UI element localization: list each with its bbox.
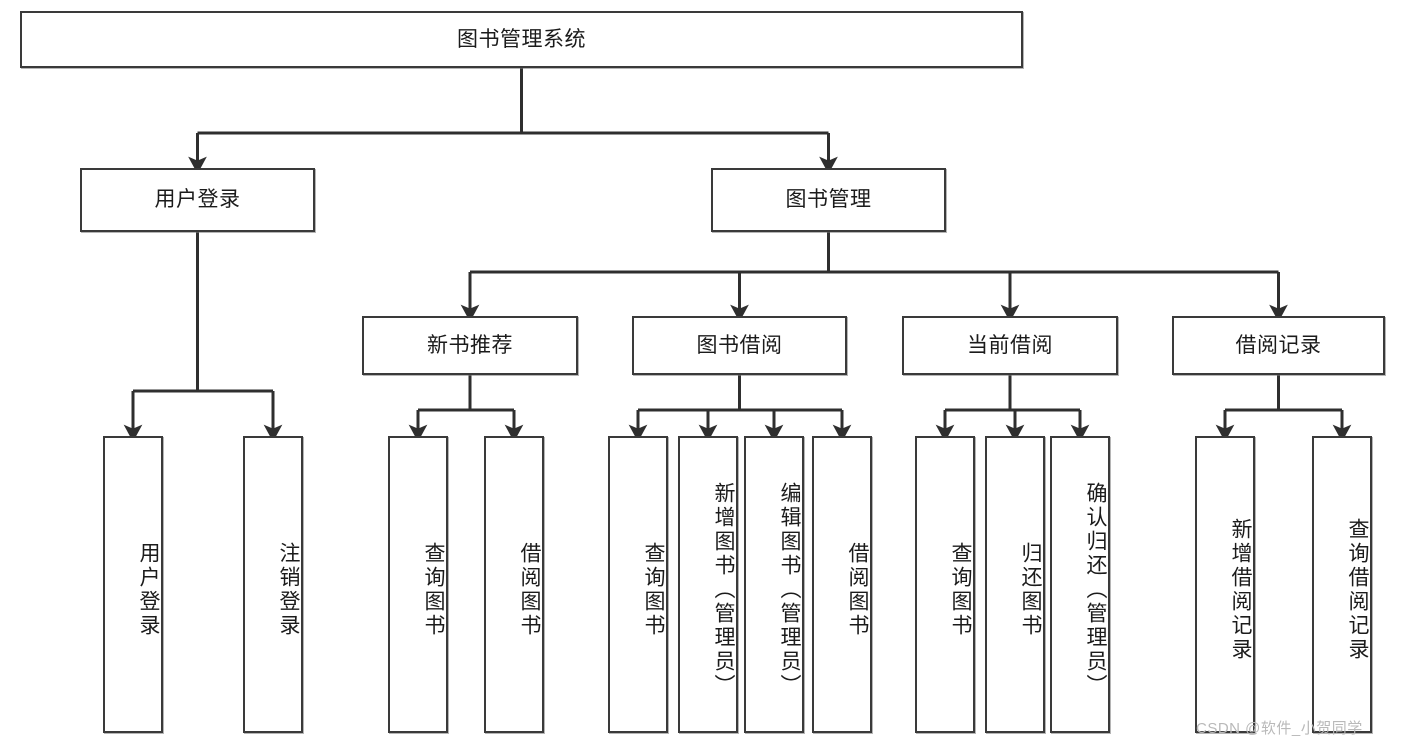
node-leaf-new-borrow[interactable]: 借阅图书 — [484, 436, 544, 733]
node-leaf-br-query[interactable]: 查询图书 — [608, 436, 668, 733]
node-label-leaf-br-edit: 编辑图书（管理员） — [778, 481, 801, 698]
node-leaf-cur-query[interactable]: 查询图书 — [915, 436, 975, 733]
node-label-leaf-new-borrow: 借阅图书 — [518, 541, 541, 638]
node-label-leaf-br-borrow: 借阅图书 — [846, 541, 869, 638]
node-leaf-br-borrow[interactable]: 借阅图书 — [812, 436, 872, 733]
node-label-login: 用户登录 — [154, 188, 241, 212]
node-label-records: 借阅记录 — [1235, 333, 1322, 357]
node-leaf-cur-return[interactable]: 归还图书 — [985, 436, 1045, 733]
csdn-watermark: CSDN @软件_小贺同学 — [1196, 720, 1363, 737]
node-label-leaf-rec-query: 查询借阅记录 — [1346, 517, 1369, 662]
node-label-root: 图书管理系统 — [457, 27, 586, 51]
node-label-borrow: 图书借阅 — [696, 333, 783, 357]
node-newbook[interactable]: 新书推荐 — [362, 316, 578, 375]
node-label-leaf-cur-return: 归还图书 — [1019, 541, 1042, 638]
node-label-bookmgmt: 图书管理 — [785, 188, 872, 212]
node-borrow[interactable]: 图书借阅 — [632, 316, 847, 375]
node-leaf-rec-query[interactable]: 查询借阅记录 — [1312, 436, 1372, 733]
node-label-leaf-br-add: 新增图书（管理员） — [712, 481, 735, 698]
node-records[interactable]: 借阅记录 — [1172, 316, 1385, 375]
node-login[interactable]: 用户登录 — [80, 168, 315, 232]
node-leaf-cur-confirm[interactable]: 确认归还（管理员） — [1050, 436, 1110, 733]
node-leaf-new-query[interactable]: 查询图书 — [388, 436, 448, 733]
node-bookmgmt[interactable]: 图书管理 — [711, 168, 946, 232]
node-label-current: 当前借阅 — [967, 333, 1053, 357]
node-label-newbook: 新书推荐 — [427, 333, 513, 357]
node-label-leaf-new-query: 查询图书 — [422, 541, 445, 638]
node-leaf-user-logout[interactable]: 注销登录 — [243, 436, 303, 733]
node-label-leaf-cur-query: 查询图书 — [949, 541, 972, 638]
node-label-leaf-cur-confirm: 确认归还（管理员） — [1084, 481, 1107, 698]
node-current[interactable]: 当前借阅 — [902, 316, 1118, 375]
node-label-leaf-rec-add: 新增借阅记录 — [1229, 517, 1252, 662]
node-leaf-br-add[interactable]: 新增图书（管理员） — [678, 436, 738, 733]
node-label-leaf-user-login: 用户登录 — [137, 541, 160, 638]
node-root[interactable]: 图书管理系统 — [20, 11, 1023, 68]
node-leaf-user-login[interactable]: 用户登录 — [103, 436, 163, 733]
node-label-leaf-br-query: 查询图书 — [642, 541, 665, 638]
node-label-leaf-user-logout: 注销登录 — [277, 541, 300, 638]
node-leaf-rec-add[interactable]: 新增借阅记录 — [1195, 436, 1255, 733]
node-leaf-br-edit[interactable]: 编辑图书（管理员） — [744, 436, 804, 733]
